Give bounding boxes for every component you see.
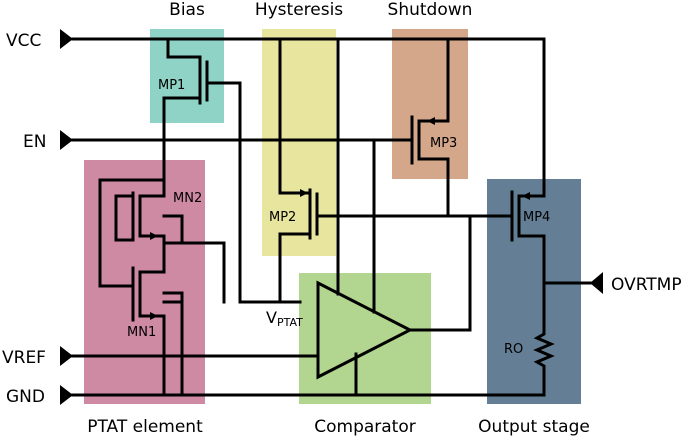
ro-resistor (533, 328, 555, 397)
vref-line (60, 346, 320, 366)
ptat-stack (98, 178, 226, 397)
bias-title: Bias (169, 0, 205, 20)
mp2-arrow (300, 189, 308, 197)
mp3-arrow (427, 117, 435, 125)
en-pin-label: EN (23, 132, 46, 152)
mn1-label: MN1 (127, 325, 156, 340)
shutdown-title: Shutdown (388, 0, 473, 20)
shutdown-block (392, 29, 468, 179)
vref-pin-label: VREF (2, 348, 46, 368)
output-title: Output stage (478, 417, 590, 437)
hysteresis-title: Hysteresis (255, 0, 343, 20)
ro-label: RO (504, 342, 523, 357)
comparator-title: Comparator (314, 417, 416, 437)
gnd-rail (60, 385, 546, 405)
comparator (316, 37, 414, 397)
hysteresis-block (262, 29, 336, 256)
mp3-label: MP3 (430, 136, 457, 151)
vptat-label: VPTAT (266, 308, 303, 329)
gnd-pin-label: GND (6, 387, 45, 407)
bias-block (150, 29, 224, 123)
vcc-pin-label: VCC (6, 31, 41, 51)
mn2-arrow (150, 232, 158, 240)
mp4-label: MP4 (523, 210, 550, 225)
mn2-label: MN2 (173, 191, 202, 206)
ovrtmp-line (542, 272, 603, 294)
vcc-rail (60, 29, 546, 198)
en-line (60, 130, 414, 150)
ptat-block (84, 160, 205, 404)
mn1-arrow (150, 312, 158, 320)
mp1-label: MP1 (158, 78, 185, 93)
mp4-arrow (522, 192, 530, 200)
mp2-label: MP2 (269, 210, 296, 225)
ovrtmp-pin-label: OVRTMP (611, 275, 682, 295)
ptat-title: PTAT element (87, 417, 203, 437)
mp1-transistor (162, 37, 302, 304)
